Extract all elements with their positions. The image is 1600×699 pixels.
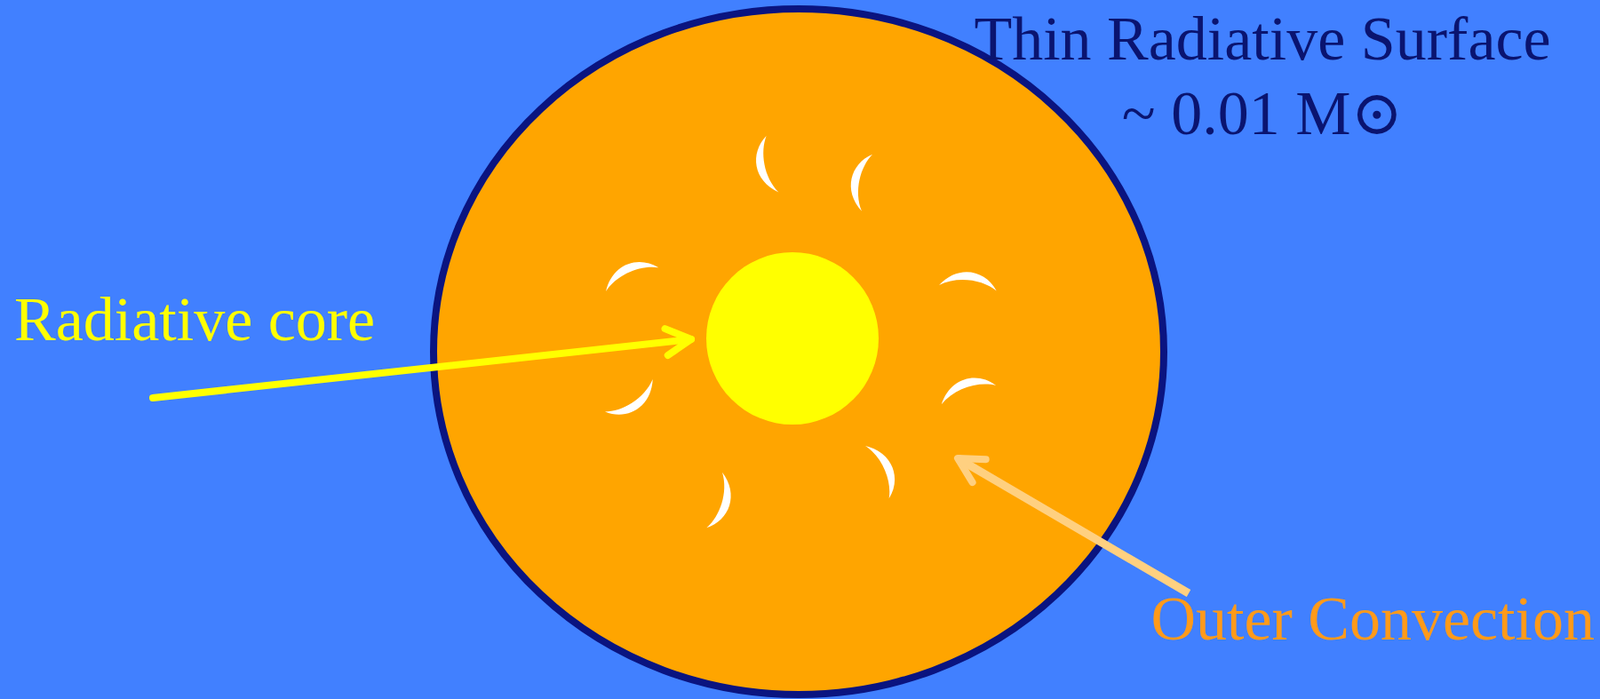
convection-swirls: [599, 135, 999, 533]
convection-label: Outer Convection: [1110, 581, 1595, 657]
radiative-core: [706, 252, 879, 425]
leader-arrow: [957, 458, 1189, 594]
core-label: Radiative core: [14, 282, 477, 358]
surface-label: Thin Radiative Surface ~ 0.01 M⊙: [951, 1, 1574, 152]
convective-envelope: [433, 8, 1164, 695]
